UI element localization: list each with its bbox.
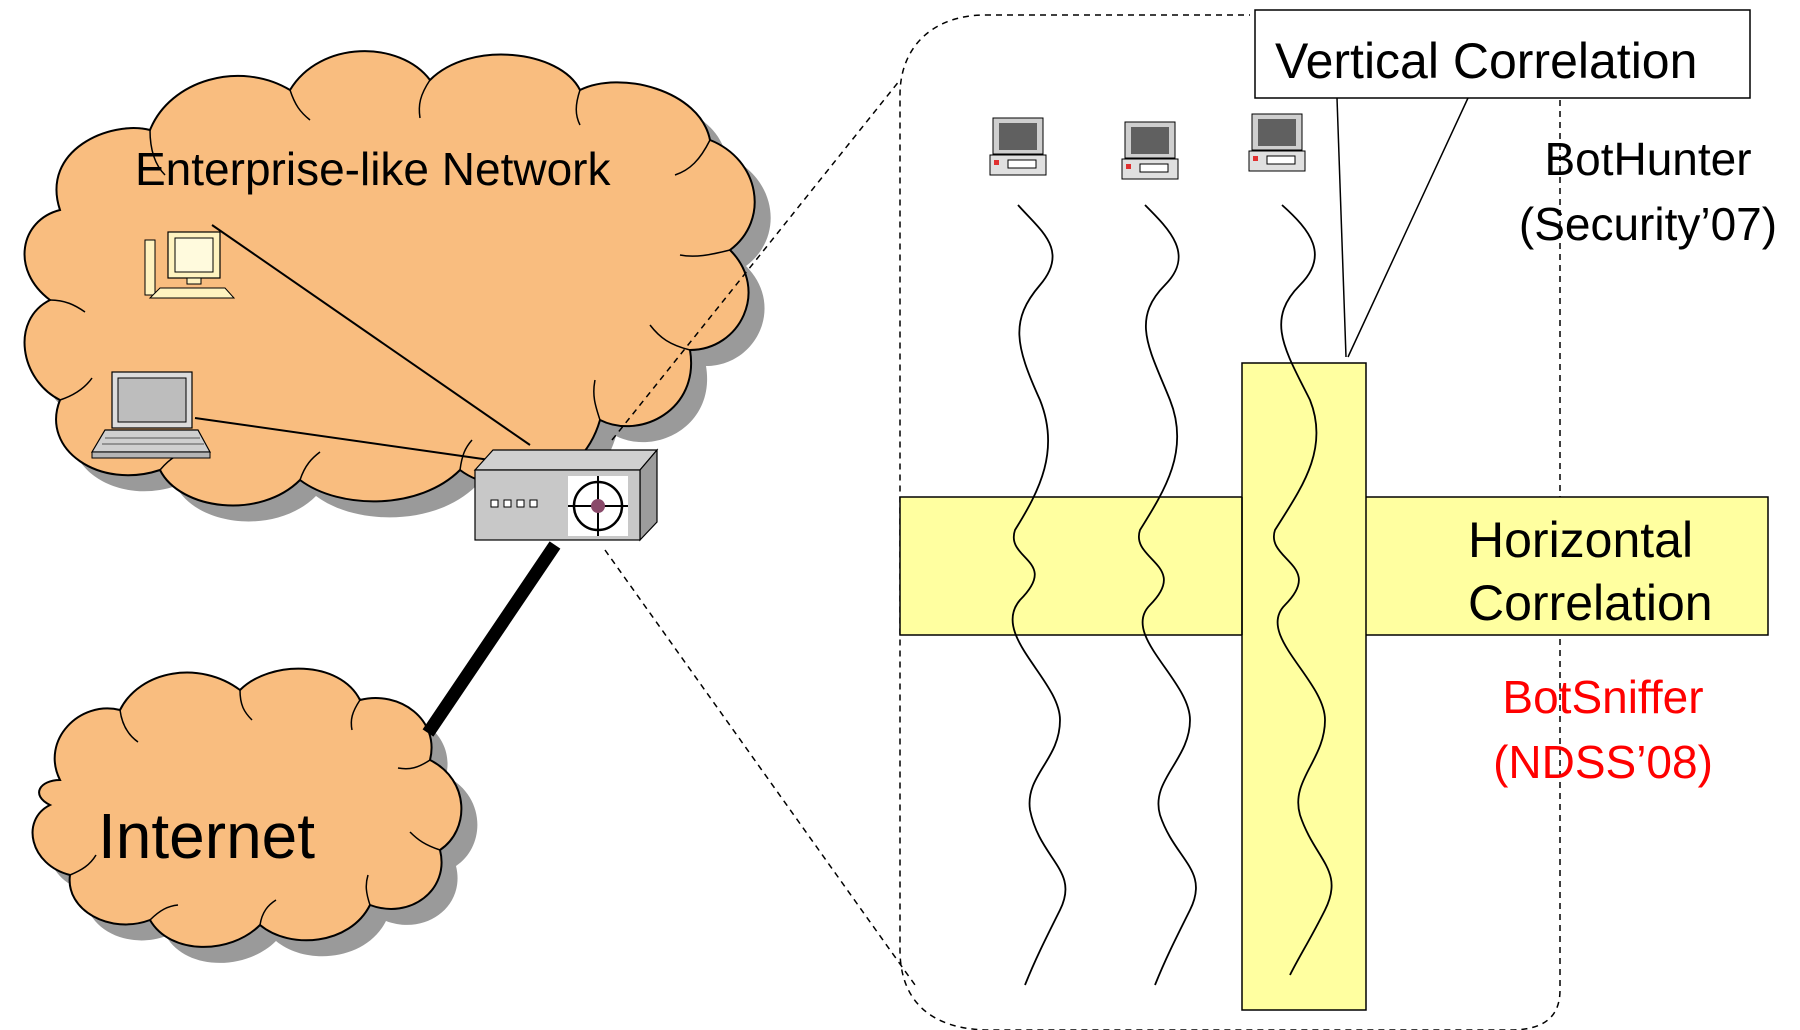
traffic-flow-3 [1272, 204, 1333, 976]
desktop-computer-icon [144, 231, 236, 299]
traffic-flow-2 [1137, 204, 1197, 986]
host-computer [1121, 121, 1179, 180]
botsniffer-label: BotSniffer [1502, 671, 1703, 723]
vertical-correlation-label: Vertical Correlation [1275, 33, 1697, 89]
host-computer [989, 117, 1047, 176]
host-computer [1248, 113, 1306, 172]
vertical-correlation-box [1254, 9, 1751, 99]
internet-cloud-label: Internet [98, 800, 315, 872]
internet-cloud: Internet [31, 667, 478, 963]
bothunter-venue: (Security’07) [1519, 198, 1777, 250]
crosshair-icon [568, 476, 628, 536]
enterprise-cloud: Enterprise-like Network [23, 50, 771, 522]
vertical-callout-line-1 [1336, 97, 1347, 358]
bothunter-label: BotHunter [1544, 133, 1751, 185]
monitor-device-icon [473, 448, 659, 542]
traffic-flow-1 [1011, 204, 1067, 986]
zoom-region [899, 14, 1561, 1030]
internet-cloud-body [31, 667, 463, 948]
laptop-link [194, 417, 491, 461]
laptop-icon [90, 371, 212, 459]
internet-link [422, 541, 561, 737]
horizontal-correlation-label-1: Horizontal [1468, 512, 1693, 568]
enterprise-cloud-body [23, 50, 756, 507]
vertical-correlation-bar [1241, 362, 1367, 1011]
horizontal-correlation-label-2: Correlation [1468, 575, 1713, 631]
zoom-line-bottom [604, 549, 916, 986]
desktop-link [211, 224, 531, 446]
vertical-callout-line-2 [1347, 97, 1469, 358]
enterprise-cloud-label: Enterprise-like Network [135, 143, 611, 195]
botsniffer-venue: (NDSS’08) [1493, 736, 1713, 788]
